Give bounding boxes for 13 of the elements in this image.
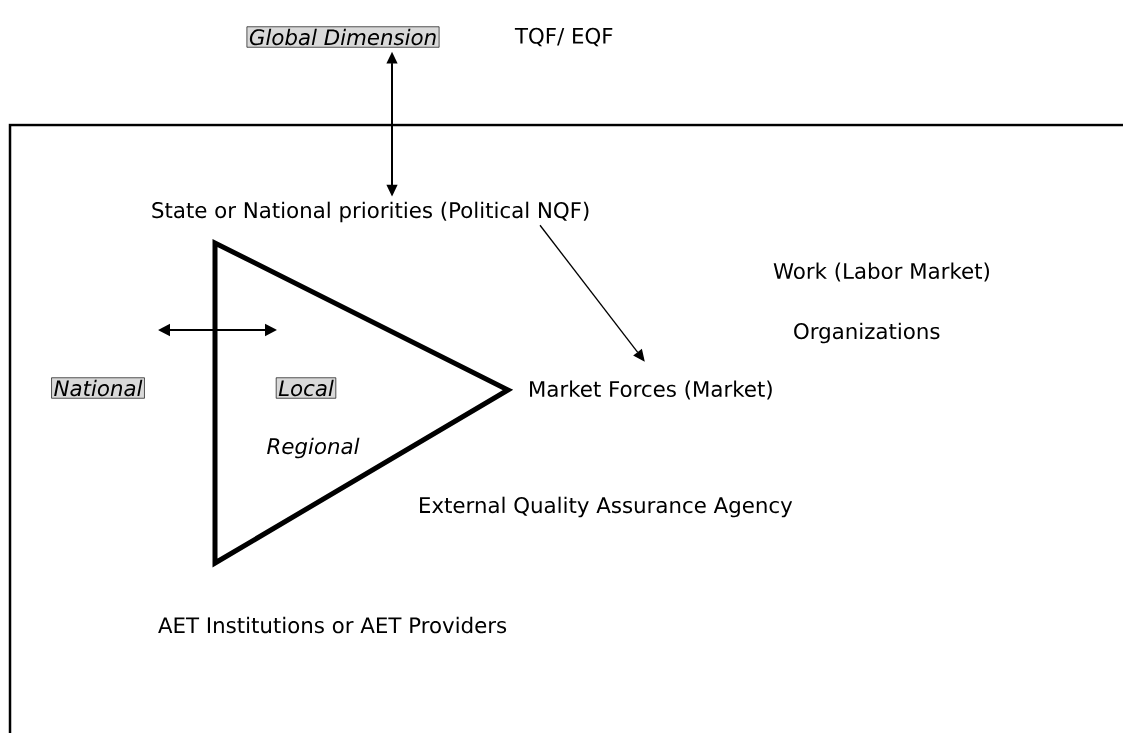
frame-box (8, 123, 1123, 733)
text-label: TQF/ EQF (514, 27, 613, 47)
shaded-box: Local (275, 377, 337, 399)
text-label: Work (Labor Market) (773, 262, 989, 282)
shaded-box: Global Dimension (246, 26, 440, 48)
shaded-box: National (51, 377, 145, 399)
text-label: External Quality Assurance Agency (420, 496, 793, 518)
text-label: Organizations (794, 322, 940, 344)
text-label: AET Institutions or AET Providers (158, 616, 507, 634)
triangle-label: Regional (267, 437, 360, 459)
arrow (539, 224, 645, 362)
text-label: State or National priorities (Political NQF) (152, 201, 589, 223)
text-label: Market Forces (Market) (530, 380, 772, 400)
